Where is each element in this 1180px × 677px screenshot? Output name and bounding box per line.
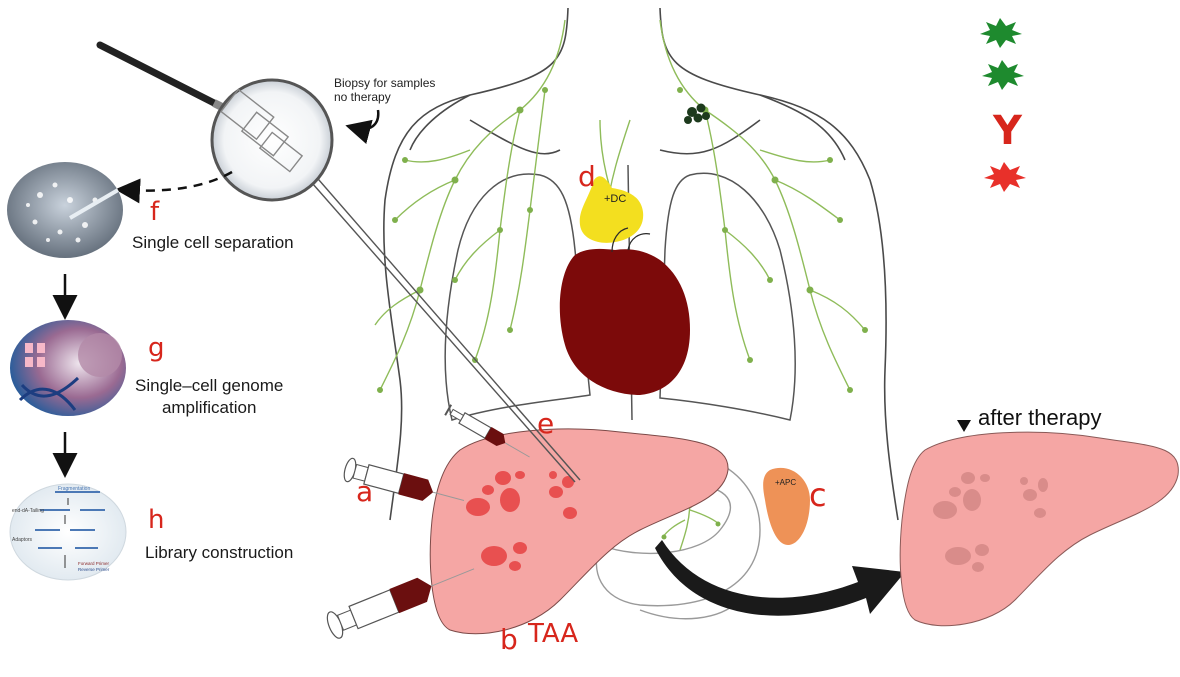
green-burst-icon	[982, 60, 1024, 90]
liver-after-therapy	[900, 432, 1178, 626]
green-burst-icon	[980, 18, 1022, 48]
amplification-thumb	[10, 320, 126, 416]
legend-icons	[980, 18, 1026, 192]
step-text-g-line2: amplification	[135, 397, 283, 419]
petri-dish-thumb	[7, 162, 123, 258]
label-b: b	[500, 623, 518, 656]
label-d: d	[578, 160, 596, 193]
label-c: c	[809, 476, 827, 514]
biopsy-note-line1: Biopsy for samples	[334, 76, 435, 90]
after-therapy-pointer-icon	[957, 420, 971, 432]
tumor-lymph-cluster	[684, 104, 710, 125]
therapy-arrow	[655, 540, 905, 616]
biopsy-note-line2: no therapy	[334, 90, 435, 104]
library-thumb-forward: Forward Primer	[78, 561, 110, 566]
label-taa: TAA	[528, 619, 578, 649]
step-text-f-line1: Single cell separation	[132, 232, 294, 254]
step-text-h: Library construction	[145, 542, 293, 564]
library-thumb-reverse: Reverse Primer	[78, 567, 110, 572]
biopsy-curve-arrow	[355, 110, 378, 129]
library-thumb: Fragmentation end-dA-Tailing Adaptors Fo…	[10, 484, 126, 580]
dashed-arrow	[125, 172, 232, 191]
library-thumb-tailing: end-dA-Tailing	[12, 508, 44, 514]
step-letter-f: f	[150, 197, 159, 227]
label-a: a	[356, 475, 373, 508]
step-letter-g: g	[148, 333, 165, 363]
step-text-f: Single cell separation	[132, 232, 294, 254]
library-thumb-adaptors: Adaptors	[12, 537, 33, 543]
red-burst-icon	[984, 162, 1026, 192]
label-apc: +APC	[775, 478, 796, 487]
library-thumb-fragmentation: Fragmentation	[58, 486, 90, 492]
step-letter-h: h	[148, 505, 164, 535]
step-text-h-line1: Library construction	[145, 542, 293, 564]
liver-main	[430, 429, 728, 634]
step-text-g: Single–cell genome amplification	[135, 375, 283, 419]
magnifier-icon	[100, 45, 332, 200]
step-text-g-line1: Single–cell genome	[135, 375, 283, 397]
heart-organ	[560, 249, 690, 395]
label-dc: +DC	[604, 193, 626, 205]
antibody-icon: Y	[993, 108, 1022, 154]
label-e: e	[537, 407, 554, 440]
label-after-therapy: after therapy	[978, 405, 1102, 431]
biopsy-note: Biopsy for samples no therapy	[334, 76, 435, 104]
